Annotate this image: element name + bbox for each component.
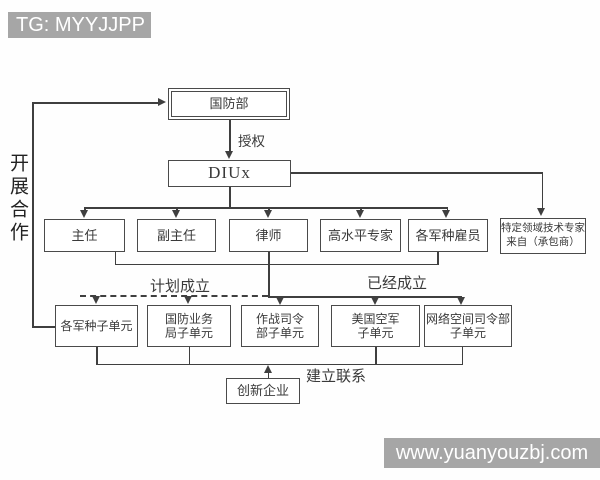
arrowhead-into-lawyer <box>264 210 272 218</box>
connector-sub-stub-2 <box>188 347 190 365</box>
node-service-employees-label: 各军种雇员 <box>415 227 481 243</box>
arrowhead-into-director <box>80 210 88 218</box>
arrowhead-into-cyber-subunit <box>457 297 465 305</box>
node-deputy-director-label: 副主任 <box>156 227 196 243</box>
arrowhead-into-mod <box>158 98 166 106</box>
connector-startups-stub <box>267 371 269 379</box>
arrowhead-into-service-employees <box>442 210 450 218</box>
arrowhead-from-startups <box>263 365 272 373</box>
node-service-employees: 各军种雇员 <box>408 219 488 252</box>
arrowhead-into-combatant-subunit <box>275 297 284 305</box>
arrowhead-into-contractor <box>537 208 545 216</box>
node-director-label: 主任 <box>71 227 98 243</box>
arrowhead-into-dbb-subunit <box>184 296 192 304</box>
connector-cooperation-bottom <box>32 326 56 328</box>
node-deputy-director: 副主任 <box>137 219 216 252</box>
connector-junction-drop <box>268 252 270 297</box>
node-contractor-experts-line1: 特定领域技术专家 <box>501 223 585 235</box>
node-combatant-command-subunit: 作战司令 部子单元 <box>241 305 319 347</box>
node-high-level-experts: 高水平专家 <box>320 219 401 252</box>
arrowhead-into-experts <box>356 210 364 218</box>
node-service-subunit: 各军种子单元 <box>55 305 138 347</box>
node-usaf-subunit: 美国空军 子单元 <box>331 305 420 347</box>
connector-staff-bus <box>84 207 448 209</box>
connector-cooperation-top <box>32 102 160 104</box>
connector-link-bus <box>96 363 463 365</box>
connector-sub-stub-5 <box>461 347 463 365</box>
connector-staff-drop-4 <box>360 207 362 211</box>
label-authorize: 授权 <box>238 134 265 149</box>
connector-authorize <box>229 120 231 154</box>
node-diux: DIUx <box>168 160 291 187</box>
node-lawyer: 律师 <box>229 219 308 252</box>
node-ministry-of-defense-label: 国防部 <box>209 96 249 112</box>
connector-established-solid <box>268 296 462 298</box>
node-cybercom-subunit-line2: 子单元 <box>449 326 486 340</box>
node-high-level-experts-label: 高水平专家 <box>327 227 393 243</box>
watermark-top-left: TG: MYYJJPP <box>8 12 151 38</box>
connector-planned-dashed <box>80 295 268 297</box>
connector-employees-hook <box>437 252 439 265</box>
connector-director-hook <box>114 252 116 265</box>
node-director: 主任 <box>44 219 125 252</box>
connector-diux-right <box>291 172 543 174</box>
node-cybercom-subunit: 网络空间司令部 子单元 <box>424 305 512 347</box>
node-usaf-subunit-line1: 美国空军 <box>351 311 400 326</box>
node-contractor-experts-line2: 来自（承包商） <box>506 237 580 248</box>
connector-cooperation-side <box>32 102 34 327</box>
node-dbb-subunit-line1: 国防业务 <box>164 311 213 326</box>
node-ministry-of-defense: 国防部 <box>168 88 290 120</box>
connector-staff-drop-5 <box>446 207 448 211</box>
node-innovative-startups: 创新企业 <box>226 378 300 404</box>
node-contractor-experts: 特定领域技术专家 来自（承包商） <box>500 218 586 254</box>
label-cooperation: 开展合作 <box>7 153 28 245</box>
connector-staff-drop-3 <box>268 207 270 211</box>
label-planned: 计划成立 <box>150 279 211 295</box>
connector-sub-stub-4 <box>375 347 377 365</box>
node-lawyer-label: 律师 <box>255 227 282 243</box>
node-diux-label: DIUx <box>208 163 251 183</box>
connector-contractor-drop <box>541 172 543 210</box>
label-establish-links: 建立联系 <box>306 369 367 385</box>
arrowhead-into-diux <box>225 151 233 159</box>
node-cybercom-subunit-line1: 网络空间司令部 <box>425 311 510 326</box>
node-dbb-subunit: 国防业务 局子单元 <box>147 305 231 347</box>
node-combatant-command-subunit-line1: 作战司令 <box>255 311 304 326</box>
arrowhead-into-usaf-subunit <box>371 297 379 305</box>
watermark-bottom-right: www.yuanyouzbj.com <box>384 438 600 468</box>
node-service-subunit-label: 各军种子单元 <box>60 318 133 333</box>
connector-diux-bottom <box>229 187 231 208</box>
connector-staff-drop-2 <box>176 207 178 211</box>
connector-staff-lower-bus <box>114 263 439 265</box>
node-usaf-subunit-line2: 子单元 <box>357 326 394 340</box>
node-combatant-command-subunit-line2: 部子单元 <box>255 326 304 340</box>
node-innovative-startups-label: 创新企业 <box>236 383 289 399</box>
connector-sub-stub-1 <box>96 347 98 365</box>
connector-staff-drop-1 <box>84 207 86 211</box>
arrowhead-into-deputy-director <box>172 210 180 218</box>
node-dbb-subunit-line2: 局子单元 <box>164 326 213 340</box>
label-established: 已经成立 <box>367 276 428 292</box>
arrowhead-into-service-subunit <box>92 296 100 304</box>
